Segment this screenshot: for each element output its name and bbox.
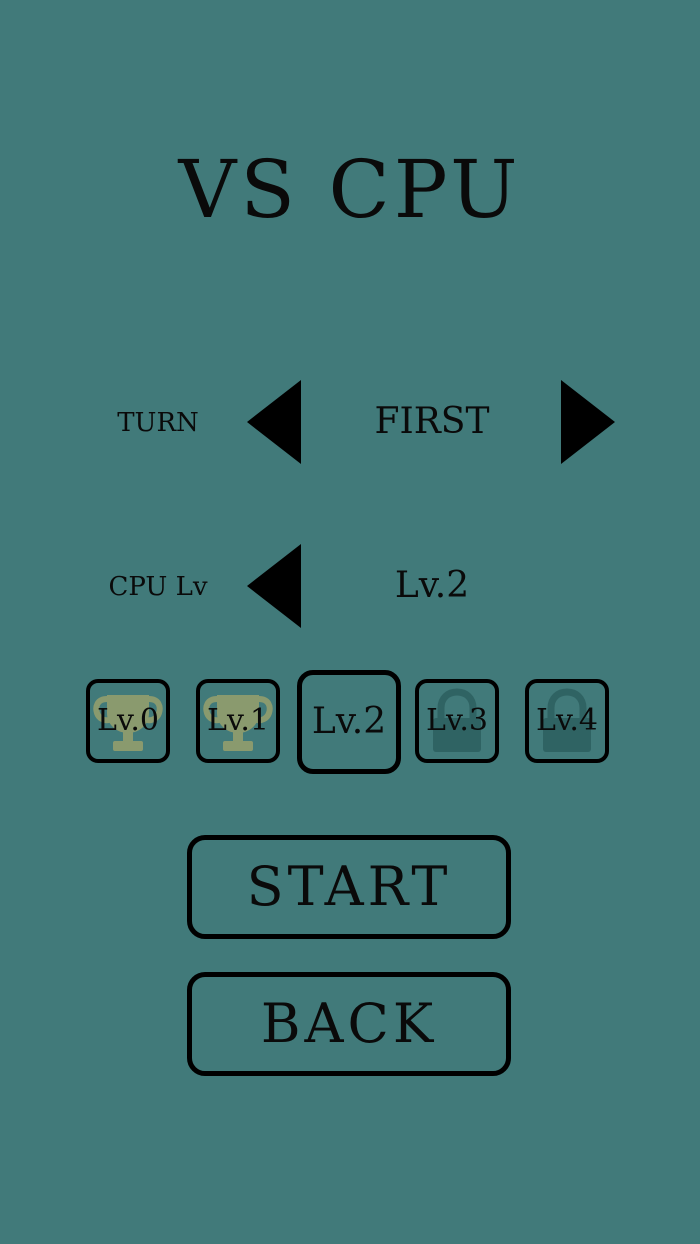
turn-label: TURN [117, 408, 199, 438]
lock-icon [543, 688, 591, 752]
cpu-level-value: Lv.2 [394, 565, 470, 606]
start-button[interactable]: START [187, 835, 511, 939]
level-button-label: Lv.4 [536, 703, 598, 738]
trophy-icon [93, 695, 163, 751]
level-button-3-locked[interactable]: Lv.3 [415, 679, 499, 763]
level-button-label: Lv.1 [207, 703, 269, 738]
level-button-1[interactable]: Lv.1 [196, 679, 280, 763]
page-title: VS CPU [178, 143, 522, 236]
cpu-level-label: CPU Lv [108, 572, 208, 602]
back-button[interactable]: BACK [187, 972, 511, 1076]
level-button-label: Lv.3 [426, 703, 488, 738]
lock-icon [433, 688, 481, 752]
level-button-label: Lv.0 [97, 703, 159, 738]
level-button-2-selected[interactable]: Lv.2 [297, 670, 401, 774]
turn-prev-arrow-icon[interactable] [247, 380, 301, 464]
turn-next-arrow-icon[interactable] [561, 380, 615, 464]
cpu-level-prev-arrow-icon[interactable] [247, 544, 301, 628]
level-button-0[interactable]: Lv.0 [86, 679, 170, 763]
level-button-4-locked[interactable]: Lv.4 [525, 679, 609, 763]
turn-value: FIRST [374, 401, 490, 442]
trophy-icon [203, 695, 273, 751]
level-button-label: Lv.2 [311, 701, 387, 742]
